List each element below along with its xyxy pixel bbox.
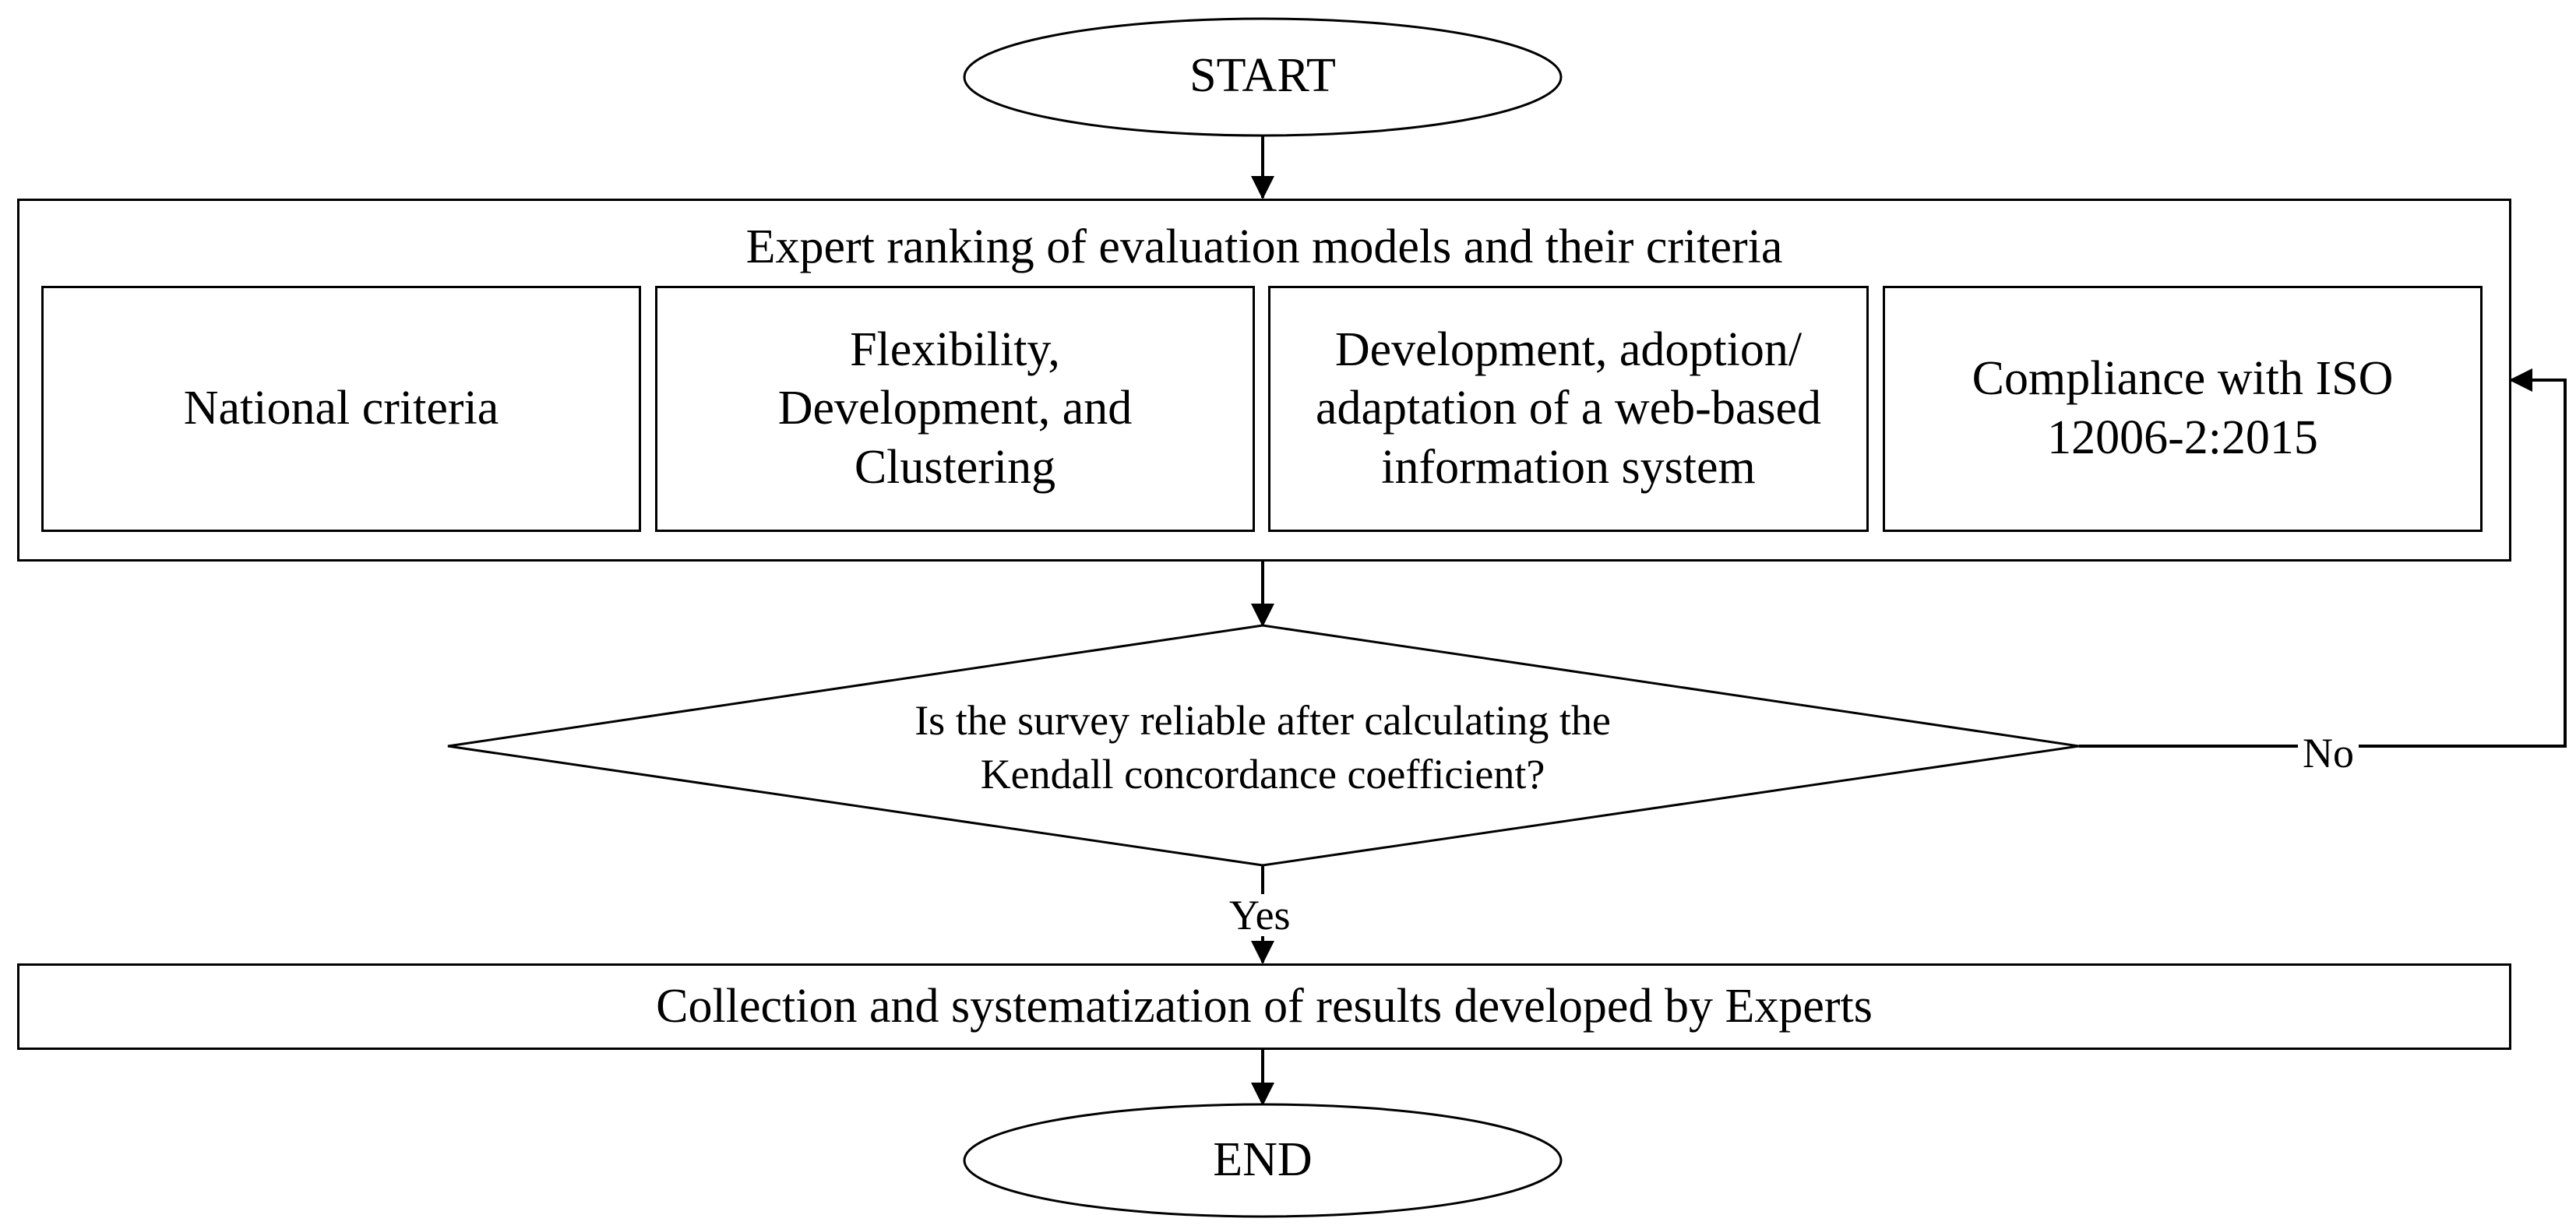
collection-label: Collection and systematization of result… bbox=[656, 979, 1873, 1033]
criteria-box-web-system: Development, adoption/ adaptation of a w… bbox=[1268, 286, 1869, 532]
criteria-box-flexibility: Flexibility, Development, and Clustering bbox=[655, 286, 1255, 532]
decision-question-line-1: Is the survey reliable after calculating… bbox=[914, 697, 1611, 744]
collection-box: Collection and systematization of result… bbox=[17, 963, 2511, 1050]
start-label: START bbox=[1189, 49, 1336, 102]
criteria-label: Flexibility, Development, and Clustering bbox=[777, 322, 1133, 494]
criteria-label: National criteria bbox=[183, 382, 499, 435]
criteria-label: Development, adoption/ adaptation of a w… bbox=[1315, 322, 1821, 494]
ranking-title: Expert ranking of evaluation models and … bbox=[745, 220, 1783, 273]
end-label: END bbox=[1213, 1133, 1313, 1186]
criteria-label: Compliance with ISO 12006-2:2015 bbox=[1972, 352, 2394, 464]
no-label: No bbox=[2298, 732, 2359, 774]
end-terminal bbox=[963, 1103, 1563, 1218]
decision-question-line-2: Kendall concordance coefficient? bbox=[980, 751, 1545, 798]
criteria-box-iso: Compliance with ISO 12006-2:2015 bbox=[1883, 286, 2483, 532]
criteria-box-national: National criteria bbox=[41, 286, 641, 532]
yes-label: Yes bbox=[1225, 894, 1295, 936]
